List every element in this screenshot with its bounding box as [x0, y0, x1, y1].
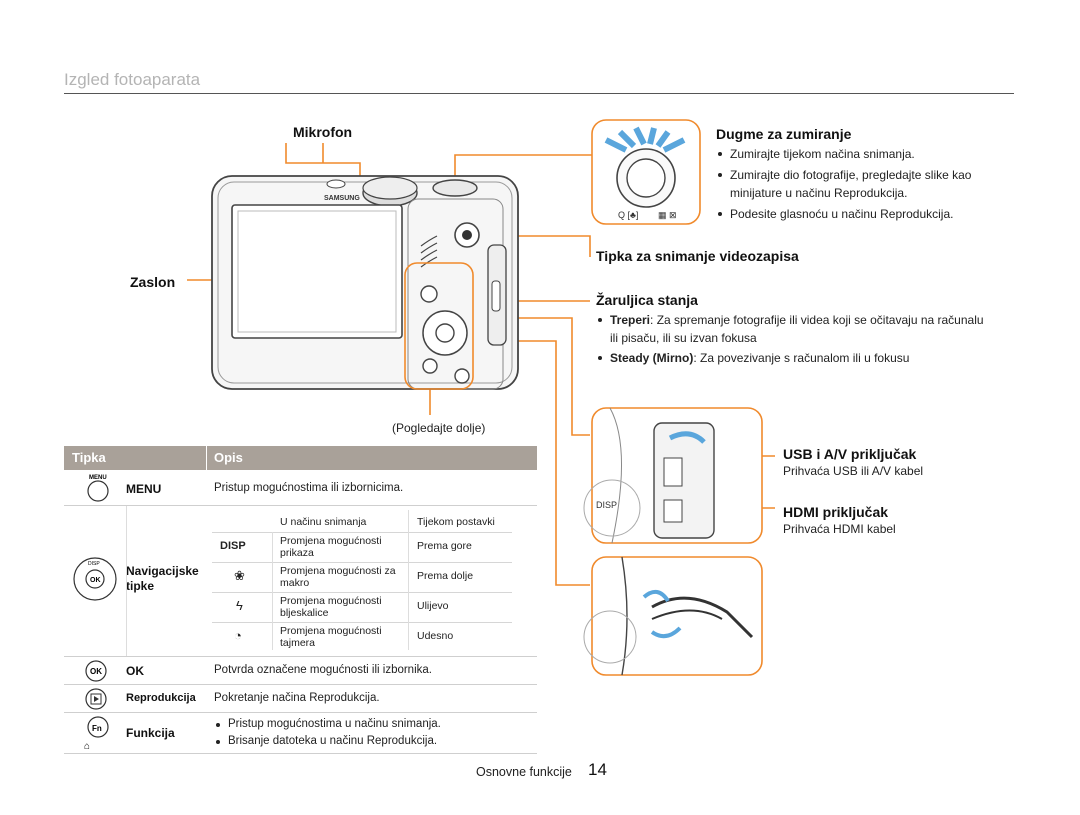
disp-icon: DISP — [220, 540, 246, 552]
svg-text:OK: OK — [90, 667, 102, 676]
col-desc: Opis — [214, 450, 243, 465]
key-menu: MENU — [126, 482, 162, 496]
playback-icon — [85, 688, 107, 710]
svg-text:DISP: DISP — [596, 500, 617, 510]
desc-menu: Pristup mogućnostima ili izbornicima. — [214, 482, 404, 494]
key-playback: Reprodukcija — [126, 692, 196, 704]
status-lamp-section: Žaruljica stanja Treperi: Za spremanje f… — [596, 292, 986, 367]
screen — [231, 204, 403, 339]
usb-desc: Prihvaća USB ili A/V kabel — [783, 464, 924, 478]
zoom-callout — [454, 154, 592, 183]
svg-text:MENU: MENU — [89, 475, 107, 481]
menu-icon: MENU — [87, 475, 109, 502]
hdmi-title: HDMI priključak — [783, 504, 889, 520]
timer-icon: ◔ — [234, 628, 242, 643]
page-number: 14 — [588, 760, 607, 779]
hdmi-desc: Prihvaća HDMI kabel — [783, 522, 896, 536]
zoom-detail: Q [♣] ▦ ⊠ — [591, 119, 701, 225]
strap-detail — [583, 556, 763, 676]
zoom-item: Zumirajte tijekom načina snimanja. — [716, 145, 996, 163]
zoom-item: Podesite glasnoću u načinu Reprodukcija. — [716, 205, 996, 223]
camera-diagram: Q [♣] ▦ ⊠ DISP SAMSUNG — [187, 119, 775, 676]
flash-icon: ϟ — [236, 598, 243, 613]
table-row: MENU MENU Pristup mogućnostima ili izbor… — [64, 470, 537, 506]
zoom-section: Dugme za zumiranje Zumirajte tijekom nač… — [716, 126, 996, 223]
label-zaslon: Zaslon — [130, 274, 176, 290]
camera-brand: SAMSUNG — [324, 195, 360, 202]
status-lamp-item: Steady (Mirno): Za povezivanje s računal… — [596, 349, 986, 367]
strap-callout — [513, 340, 590, 586]
svg-text:OK: OK — [90, 577, 101, 584]
label-mikrofon: Mikrofon — [293, 124, 353, 140]
svg-text:DISP: DISP — [88, 561, 100, 567]
svg-text:Fn: Fn — [92, 724, 102, 733]
macro-icon: ❀ — [234, 568, 245, 583]
video-button-title: Tipka za snimanje videozapisa — [596, 248, 799, 264]
hdmi-section: HDMI priključak Prihvaća HDMI kabel — [783, 504, 896, 538]
desc-ok: Potvrda označene mogućnosti ili izbornik… — [214, 664, 432, 676]
usb-callout — [504, 317, 590, 436]
usb-section: USB i A/V priključak Prihvaća USB ili A/… — [783, 446, 923, 480]
zoom-item: Zumirajte dio fotografije, pregledajte s… — [716, 166, 996, 202]
label-see-below: (Pogledajte dolje) — [392, 421, 486, 435]
zoom-title: Dugme za zumiranje — [716, 126, 852, 142]
svg-text:▦ ⊠: ▦ ⊠ — [658, 210, 677, 220]
zoom-list: Zumirajte tijekom načina snimanja. Zumir… — [716, 145, 996, 223]
key-ok: OK — [126, 664, 144, 678]
status-lamp-item: Treperi: Za spremanje fotografije ili vi… — [596, 311, 986, 347]
fn-icon: Fn ⌂ — [84, 716, 109, 751]
table-row: Fn ⌂ Funkcija Pristup mogućnostima u nač… — [64, 713, 537, 754]
footer-text: Osnovne funkcije — [476, 765, 572, 779]
key-nav: Navigacijske tipke — [126, 564, 199, 593]
desc-playback: Pokretanje načina Reprodukcija. — [214, 692, 380, 704]
table-header: Tipka Opis — [64, 446, 537, 470]
col-key: Tipka — [72, 450, 106, 465]
port-detail: DISP — [583, 407, 763, 544]
status-lamp-title: Žaruljica stanja — [596, 292, 698, 308]
nav-pad-icon: OK DISP — [73, 557, 117, 601]
table-row: Reprodukcija Pokretanje načina Reprodukc… — [64, 685, 537, 713]
title-divider — [64, 93, 1014, 94]
page-title: Izgled fotoaparata — [64, 70, 201, 89]
camera-body — [211, 175, 519, 390]
nav-subtable: U načinu snimanja Tijekom postavki DISP … — [212, 510, 512, 650]
key-fn: Funkcija — [126, 726, 175, 740]
ok-icon: OK — [85, 660, 107, 682]
table-row: OK OK Potvrda označene mogućnosti ili iz… — [64, 657, 537, 685]
svg-text:Q [♣]: Q [♣] — [618, 210, 638, 220]
usb-title: USB i A/V priključak — [783, 446, 917, 462]
svg-text:⌂: ⌂ — [84, 741, 90, 751]
table-row: OK DISP Navigacijske tipke U načinu snim… — [64, 506, 537, 657]
desc-fn: Pristup mogućnostima u načinu snimanja. … — [214, 716, 441, 750]
